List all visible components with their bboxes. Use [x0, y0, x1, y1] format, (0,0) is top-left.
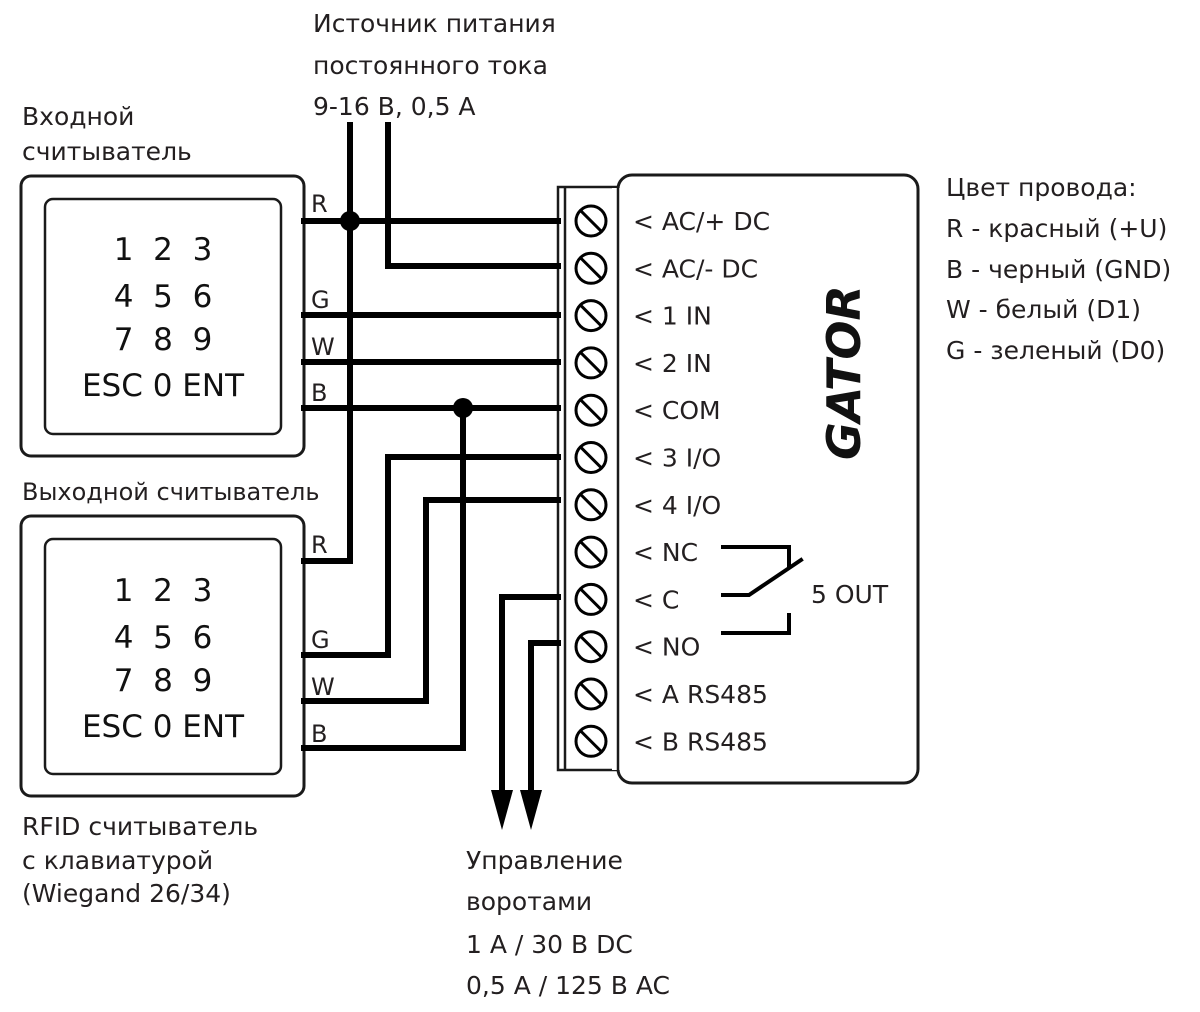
terminal-block-body [556, 185, 620, 772]
terminal-label: < A RS485 [633, 680, 768, 709]
exit-keypad-row-2: 4 5 6 [114, 620, 213, 656]
relay-symbol: 5 OUT [721, 545, 889, 635]
terminal-screw-icon [574, 251, 608, 285]
exit-reader-caption-line-1: RFID считыватель [22, 812, 258, 841]
entry-reader-keypad [43, 197, 283, 436]
terminal-label: < 4 I/O [633, 491, 721, 520]
exit-keypad-row-3: 7 8 9 [114, 663, 213, 699]
legend-item-g: G - зеленый (D0) [946, 336, 1165, 365]
exit-reader-title: Выходной считыватель [22, 478, 319, 506]
junction-gnd [453, 398, 473, 418]
exit-wire-label-r: R [311, 531, 328, 559]
exit-keypad-row-1: 1 2 3 [114, 573, 213, 609]
exit-reader-caption-line-3: (Wiegand 26/34) [22, 879, 231, 908]
relay-label: 5 OUT [811, 580, 889, 609]
gate-arrow-no [520, 790, 542, 830]
wire-color-legend: Цвет провода: R - красный (+U) B - черны… [946, 173, 1171, 365]
wire-power-negative [385, 122, 561, 269]
terminal-label: < NC [633, 538, 698, 567]
gator-controller: GATOR < AC/+ DC < AC/- DC < 1 IN < 2 IN < CO… [612, 173, 920, 785]
gate-control-line-3: 1 А / 30 В DC [466, 930, 633, 959]
entry-keypad-row-1: 1 2 3 [114, 232, 213, 268]
terminal-label: < 2 IN [633, 349, 712, 378]
legend-item-b: B - черный (GND) [946, 255, 1171, 284]
terminal-block [556, 185, 620, 772]
entry-wire-label-r: R [311, 190, 328, 218]
terminal-screw-icon [574, 393, 608, 427]
terminal-screws [574, 204, 608, 758]
entry-wire-label-w: W [311, 333, 335, 361]
terminal-screw-icon [574, 488, 608, 522]
power-supply-line-1: Источник питания [313, 9, 556, 38]
entry-reader-body [19, 174, 306, 458]
relay-nc-contact [721, 545, 791, 567]
exit-reader-caption-line-2: с клавиатурой [22, 846, 213, 875]
junction-power-positive [340, 211, 360, 231]
relay-c-contact [721, 557, 804, 597]
terminal-screw-icon [574, 630, 608, 664]
gate-arrow-c [491, 790, 513, 830]
terminal-label: < B RS485 [633, 727, 768, 756]
gate-control-line-2: воротами [466, 887, 592, 916]
legend-item-r: R - красный (+U) [946, 214, 1167, 243]
entry-keypad-row-3: 7 8 9 [114, 322, 213, 358]
terminal-label: < AC/+ DC [633, 207, 770, 236]
gate-control-line-1: Управление [466, 846, 623, 875]
terminal-screw-icon [574, 204, 608, 238]
entry-keypad-row-2: 4 5 6 [114, 279, 213, 315]
exit-wire-label-b: B [311, 720, 327, 748]
terminal-label: < 3 I/O [633, 444, 721, 473]
power-supply-label: Источник питания постоянного тока 9-16 В… [313, 9, 556, 121]
terminal-screw-icon [574, 677, 608, 711]
exit-wire-label-w: W [311, 673, 335, 701]
terminal-screw-icon [574, 724, 608, 758]
power-supply-line-2: постоянного тока [313, 51, 548, 80]
gator-logo: GATOR [817, 285, 871, 460]
entry-wire-label-b: B [311, 379, 327, 407]
entry-reader-title-line-2: считыватель [22, 137, 192, 166]
terminal-labels: < AC/+ DC < AC/- DC < 1 IN < 2 IN < COM < 3 I… [633, 207, 770, 756]
terminal-screw-icon [574, 582, 608, 616]
wire-exit-g [301, 454, 561, 658]
gate-control-label: Управление воротами 1 А / 30 В DC 0,5 А … [466, 846, 670, 1000]
wire-gate-no [528, 640, 561, 793]
entry-reader: Входной считыватель 1 2 3 4 5 6 7 8 9 ES… [19, 102, 335, 458]
exit-reader-keypad [43, 537, 283, 776]
terminal-screw-icon [574, 535, 608, 569]
power-supply-line-3: 9-16 В, 0,5 А [313, 92, 476, 121]
relay-no-contact [721, 613, 791, 635]
terminal-label: < AC/- DC [633, 254, 758, 283]
entry-keypad-row-4: ESC 0 ENT [82, 368, 245, 404]
terminal-label: < C [633, 585, 679, 614]
exit-wire-label-g: G [311, 626, 330, 654]
legend-item-w: W - белый (D1) [946, 295, 1141, 324]
wire-exit-w [301, 497, 561, 704]
exit-reader: Выходной считыватель 1 2 3 4 5 6 7 8 9 E… [19, 478, 335, 908]
terminal-screw-icon [574, 346, 608, 380]
wire-gate-c [499, 594, 561, 793]
terminal-label: < NO [633, 633, 700, 662]
terminal-label: < COM [633, 396, 721, 425]
exit-reader-body [19, 514, 306, 798]
entry-wire-label-g: G [311, 286, 330, 314]
exit-keypad-row-4: ESC 0 ENT [82, 709, 245, 745]
legend-title: Цвет провода: [946, 173, 1137, 202]
terminal-label: < 1 IN [633, 302, 712, 331]
gate-control-line-4: 0,5 А / 125 В AC [466, 971, 670, 1000]
terminal-screw-icon [574, 299, 608, 333]
entry-reader-title-line-1: Входной [22, 102, 134, 131]
wires [301, 122, 561, 830]
terminal-screw-icon [574, 441, 608, 474]
wire-exit-b [301, 405, 466, 751]
